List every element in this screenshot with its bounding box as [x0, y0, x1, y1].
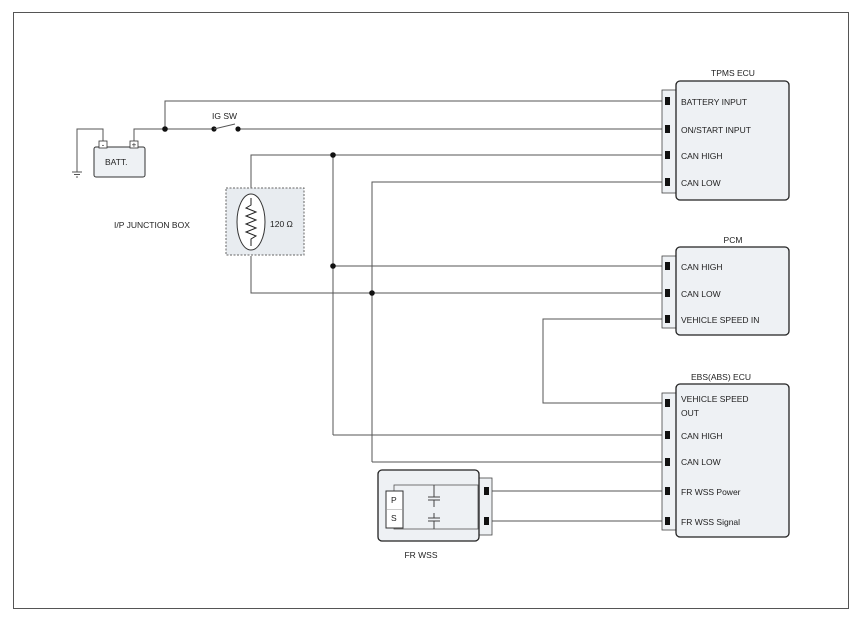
capacitor-icon — [428, 485, 440, 507]
ebs-pin-label: CAN HIGH — [681, 431, 723, 441]
ebs-pin-can-high — [665, 431, 670, 439]
ebs-pin-label: VEHICLE SPEED — [681, 394, 749, 404]
tpms-ecu-title: TPMS ECU — [711, 68, 755, 78]
junction-dot — [162, 126, 168, 132]
pcm-pin-label: CAN HIGH — [681, 262, 723, 272]
junction-dots — [162, 126, 375, 296]
wire-vehicle-speed — [542, 318, 667, 404]
ebs-pin-label: FR WSS Signal — [681, 517, 740, 527]
tpms-pin-label: ON/START INPUT — [681, 125, 751, 135]
tpms-pin-on-start — [665, 125, 670, 133]
pcm-pin-vehicle-speed — [665, 315, 670, 323]
ebs-ecu: EBS(ABS) ECU VEHICLE SPEED OUT CAN HIGH … — [661, 372, 790, 538]
ground-icon — [72, 171, 82, 178]
junction-dot — [330, 152, 336, 158]
tpms-pin-can-high — [665, 151, 670, 159]
battery: - + BATT. — [93, 140, 146, 178]
tpms-ecu: TPMS ECU BATTERY INPUT ON/START INPUT CA… — [661, 68, 790, 201]
wss-connector-strip — [477, 477, 493, 536]
ebs-pin-wss-power — [665, 487, 670, 495]
wss-pin-signal — [484, 517, 489, 525]
wire-battery-plus — [133, 128, 214, 141]
wire-battery-input — [164, 100, 667, 129]
ig-switch: IG SW — [211, 111, 241, 132]
wire-can-high-tpms — [250, 154, 667, 188]
battery-label: BATT. — [105, 157, 128, 167]
ebs-pin-label: OUT — [681, 408, 699, 418]
junction-dot — [369, 290, 375, 296]
pcm-pin-can-low — [665, 289, 670, 297]
pcm-pin-can-high — [665, 262, 670, 270]
tpms-pin-battery — [665, 97, 670, 105]
tpms-pin-label: BATTERY INPUT — [681, 97, 747, 107]
pcm-box — [675, 246, 790, 336]
fr-wss: P S FR WSS — [377, 469, 493, 560]
battery-minus-terminal — [98, 140, 108, 149]
junction-box-label: I/P JUNCTION BOX — [114, 220, 190, 230]
pcm-pin-label: CAN LOW — [681, 289, 721, 299]
wss-label: FR WSS — [404, 550, 437, 560]
pcm-pin-label: VEHICLE SPEED IN — [681, 315, 759, 325]
ebs-pin-vehicle-speed-out — [665, 399, 670, 407]
wss-p-label: P — [391, 495, 397, 505]
capacitor-icon — [428, 513, 440, 529]
wire-can-low-tpms — [371, 181, 667, 462]
ebs-pin-can-low — [665, 458, 670, 466]
resistor-icon — [244, 198, 258, 246]
ig-switch-blade — [213, 123, 236, 130]
wss-pin-power — [484, 487, 489, 495]
tpms-pin-label: CAN LOW — [681, 178, 721, 188]
ebs-ecu-box — [675, 383, 790, 538]
junction-box: 120 Ω I/P JUNCTION BOX — [114, 187, 305, 256]
wss-s-label: S — [391, 513, 397, 523]
pcm-title: PCM — [724, 235, 743, 245]
wire-battery-ground — [76, 128, 104, 172]
tpms-pin-label: CAN HIGH — [681, 151, 723, 161]
ebs-pin-wss-signal — [665, 517, 670, 525]
battery-plus-sign: + — [132, 141, 137, 150]
tpms-pin-can-low — [665, 178, 670, 186]
ig-switch-label: IG SW — [212, 111, 237, 121]
tpms-ecu-box — [675, 80, 790, 201]
battery-body — [93, 146, 146, 178]
battery-minus-sign: - — [102, 141, 105, 150]
ig-switch-contact — [235, 126, 241, 132]
ebs-pin-label: FR WSS Power — [681, 487, 741, 497]
battery-plus-terminal — [129, 140, 139, 149]
ebs-ecu-title: EBS(ABS) ECU — [691, 372, 751, 382]
resistor-label: 120 Ω — [270, 219, 293, 229]
pcm: PCM CAN HIGH CAN LOW VEHICLE SPEED IN — [661, 235, 790, 336]
wires — [76, 100, 667, 522]
ebs-pin-label: CAN LOW — [681, 457, 721, 467]
wire-can-low-pcm — [250, 256, 667, 294]
junction-dot — [330, 263, 336, 269]
diagram-frame — [13, 12, 849, 609]
